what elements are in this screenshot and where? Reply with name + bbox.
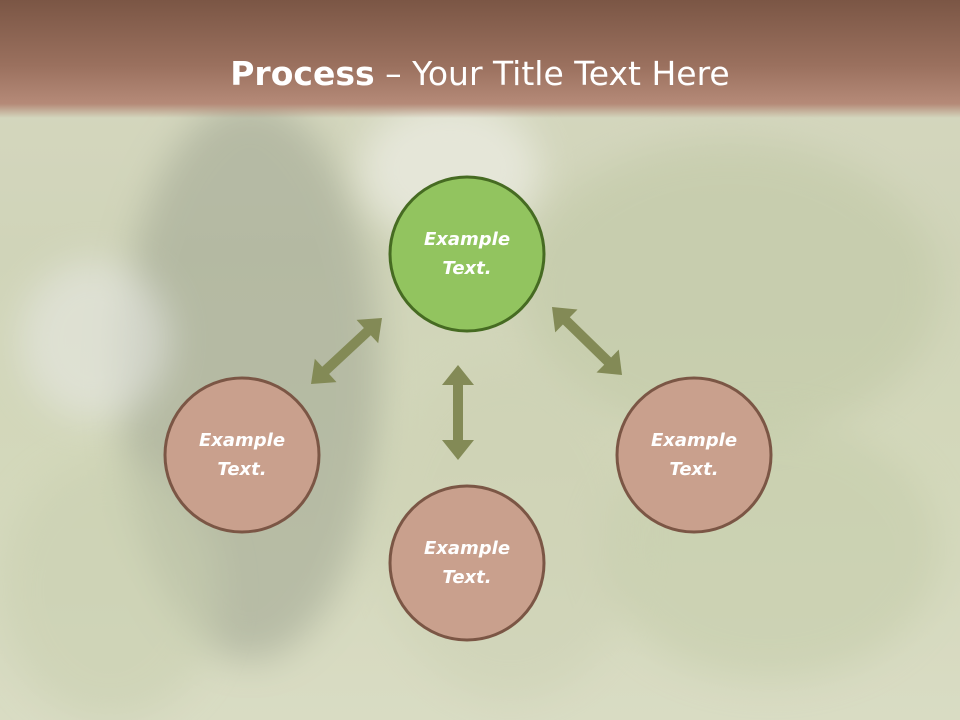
node-circle-right [615, 376, 773, 534]
page-title: Process – Your Title Text Here [0, 52, 960, 96]
node-circle-bottom [388, 484, 546, 642]
circles [163, 175, 773, 642]
node-label-line1: Example [423, 538, 511, 559]
node-circle-top [388, 175, 546, 333]
node-label-line1: Example [198, 430, 286, 451]
node-circle-left [163, 376, 321, 534]
title-bar: Process – Your Title Text Here [0, 0, 960, 118]
arrow-top-right [552, 307, 622, 375]
node-label-line1: Example [423, 229, 511, 250]
arrow-top-bottom [442, 365, 474, 460]
node-label-line2: Text. [442, 567, 492, 588]
node-label-line2: Text. [442, 258, 492, 279]
title-rest: – Your Title Text Here [374, 54, 730, 93]
arrows [311, 307, 622, 460]
node-label-line2: Text. [669, 459, 719, 480]
node-label-line2: Text. [217, 459, 267, 480]
title-bold: Process [230, 54, 375, 93]
node-label-line1: Example [650, 430, 738, 451]
arrow-top-left [311, 318, 382, 384]
